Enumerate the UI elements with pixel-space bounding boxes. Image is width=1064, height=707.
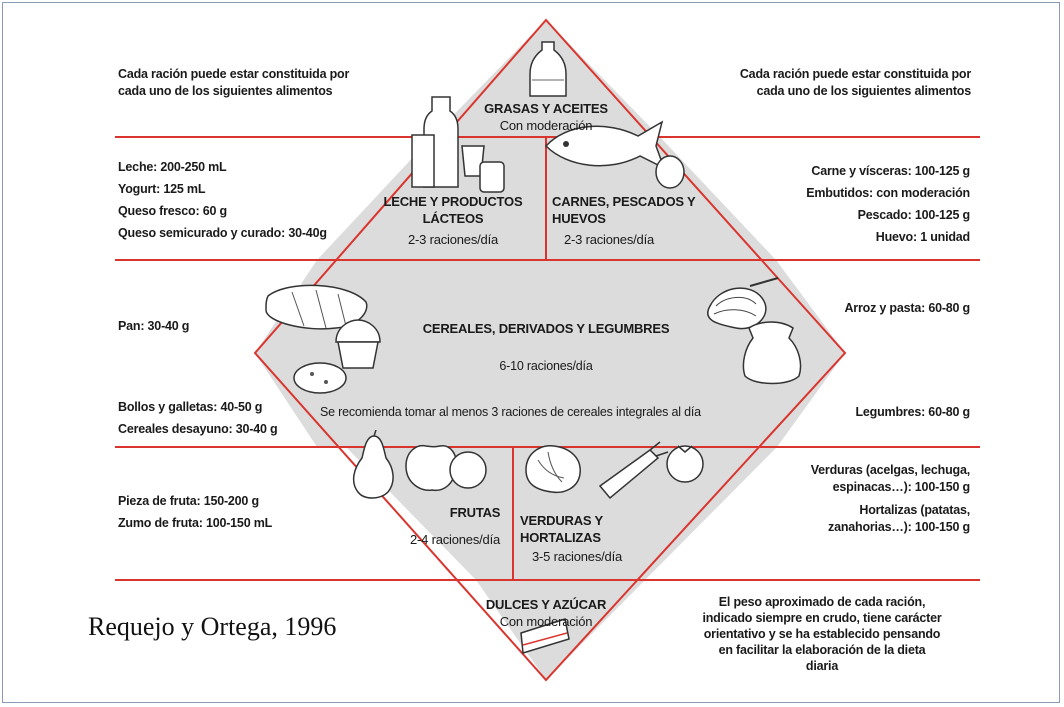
- cake-icon: [520, 618, 570, 654]
- right-notes-arroz: Arroz y pasta: 60-80 g: [844, 301, 970, 315]
- tier-cereales-note: Se recomienda tomar al menos 3 raciones …: [320, 405, 701, 419]
- oil-bottle-icon: [529, 41, 567, 97]
- fish-icon: [544, 120, 666, 170]
- right-notes-peso: El peso aproximado de cada ración, indic…: [702, 595, 942, 673]
- tomato-icon: [666, 445, 704, 483]
- pasta-icon: [707, 277, 779, 330]
- left-notes-lacteos: Leche: 200-250 mL Yogurt: 125 mL Queso f…: [118, 160, 327, 240]
- tier-cereales-sub: 6-10 raciones/día: [499, 359, 593, 373]
- yogurt-icon: [461, 145, 505, 193]
- egg-icon: [655, 155, 685, 189]
- apple-icon: [405, 444, 487, 492]
- muffin-icon: [335, 319, 381, 369]
- pear-icon: [352, 430, 394, 499]
- tier-cereales: CEREALES, DERIVADOS Y LEGUMBRES: [422, 321, 670, 336]
- milk-bottle-icon: [411, 96, 459, 188]
- tier-dulces: DULCES Y AZÚCAR Con moderación: [485, 597, 607, 629]
- tier-grasas: GRASAS Y ACEITES Con moderación: [484, 101, 608, 133]
- right-notes-legumbres: Legumbres: 60-80 g: [855, 405, 971, 419]
- left-notes-bollos: Bollos y galletas: 40-50 g Cereales desa…: [118, 400, 278, 436]
- left-notes-pan: Pan: 30-40 g: [118, 319, 190, 333]
- left-notes-frutas: Pieza de fruta: 150-200 g Zumo de fruta:…: [118, 494, 273, 530]
- tier-verduras: VERDURAS Y HORTALIZAS 3-5 raciones/día: [520, 513, 623, 564]
- tier-leche: LECHE Y PRODUCTOS LÁCTEOS 2-3 raciones/d…: [383, 194, 523, 247]
- lettuce-icon: [525, 444, 581, 494]
- citation: Requejo y Ortega, 1996: [88, 612, 337, 641]
- bread-icon: [265, 284, 368, 330]
- right-notes-verduras: Verduras (acelgas, lechuga, espinacas…):…: [810, 463, 970, 534]
- tier-frutas: FRUTAS 2-4 raciones/día: [409, 505, 501, 547]
- cookie-icon: [293, 362, 347, 394]
- carrot-icon: [598, 441, 669, 500]
- sack-icon: [742, 321, 802, 385]
- right-notes-carnes: Carne y vísceras: 100-125 g Embutidos: c…: [806, 164, 970, 244]
- tier-carnes: CARNES, PESCADOS Y HUEVOS 2-3 raciones/d…: [552, 194, 696, 247]
